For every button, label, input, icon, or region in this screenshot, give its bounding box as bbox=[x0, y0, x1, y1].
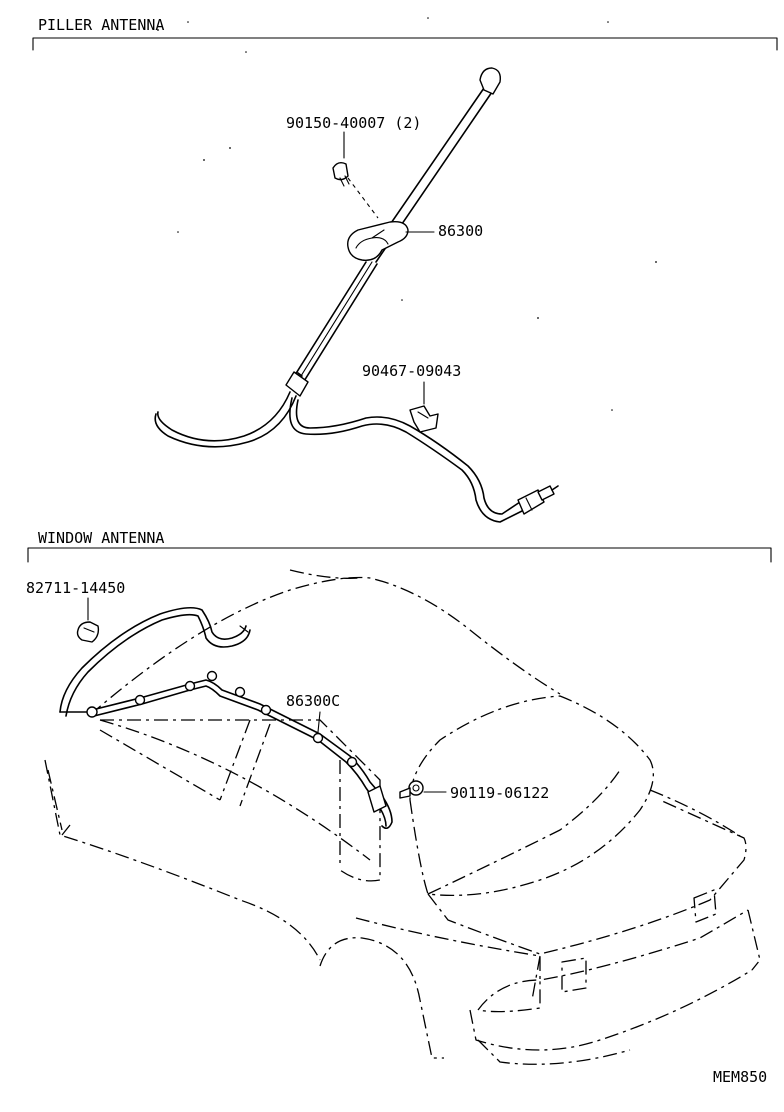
antenna-plug bbox=[517, 485, 559, 515]
section-frame-piller bbox=[32, 37, 778, 51]
cable-sleeve bbox=[285, 371, 309, 397]
window-antenna-section: WINDOW ANTENNA bbox=[26, 529, 772, 1086]
car-body-outline bbox=[44, 569, 761, 1065]
antenna-tip bbox=[479, 67, 502, 95]
label-clip-90467: 90467-09043 bbox=[362, 362, 461, 380]
clip-90467 bbox=[409, 405, 439, 433]
section-frame-window bbox=[27, 547, 772, 563]
figure-code: MEM850 bbox=[713, 1068, 767, 1086]
piller-antenna-section: PILLER ANTENNA bbox=[32, 16, 778, 523]
antenna-mount-base bbox=[347, 220, 409, 261]
label-screw-90119: 90119-06122 bbox=[450, 784, 549, 802]
label-clamp-82711: 82711-14450 bbox=[26, 579, 125, 597]
section-title-window: WINDOW ANTENNA bbox=[38, 529, 164, 547]
label-86300: 86300 bbox=[438, 222, 483, 240]
clamp-82711 bbox=[76, 621, 100, 643]
screw-90150 bbox=[332, 161, 350, 187]
leader-86300C bbox=[317, 711, 321, 733]
screw-90119 bbox=[399, 780, 424, 799]
label-86300C: 86300C bbox=[286, 692, 340, 710]
antenna-cable-left bbox=[156, 391, 291, 442]
screw-guide-line bbox=[347, 177, 379, 219]
antenna-feeder-cable bbox=[289, 397, 525, 523]
label-screw-90150: 90150-40007 (2) bbox=[286, 114, 421, 132]
scan-specks bbox=[157, 17, 657, 411]
window-antenna-wire bbox=[59, 606, 393, 830]
section-title-piller: PILLER ANTENNA bbox=[38, 16, 164, 34]
